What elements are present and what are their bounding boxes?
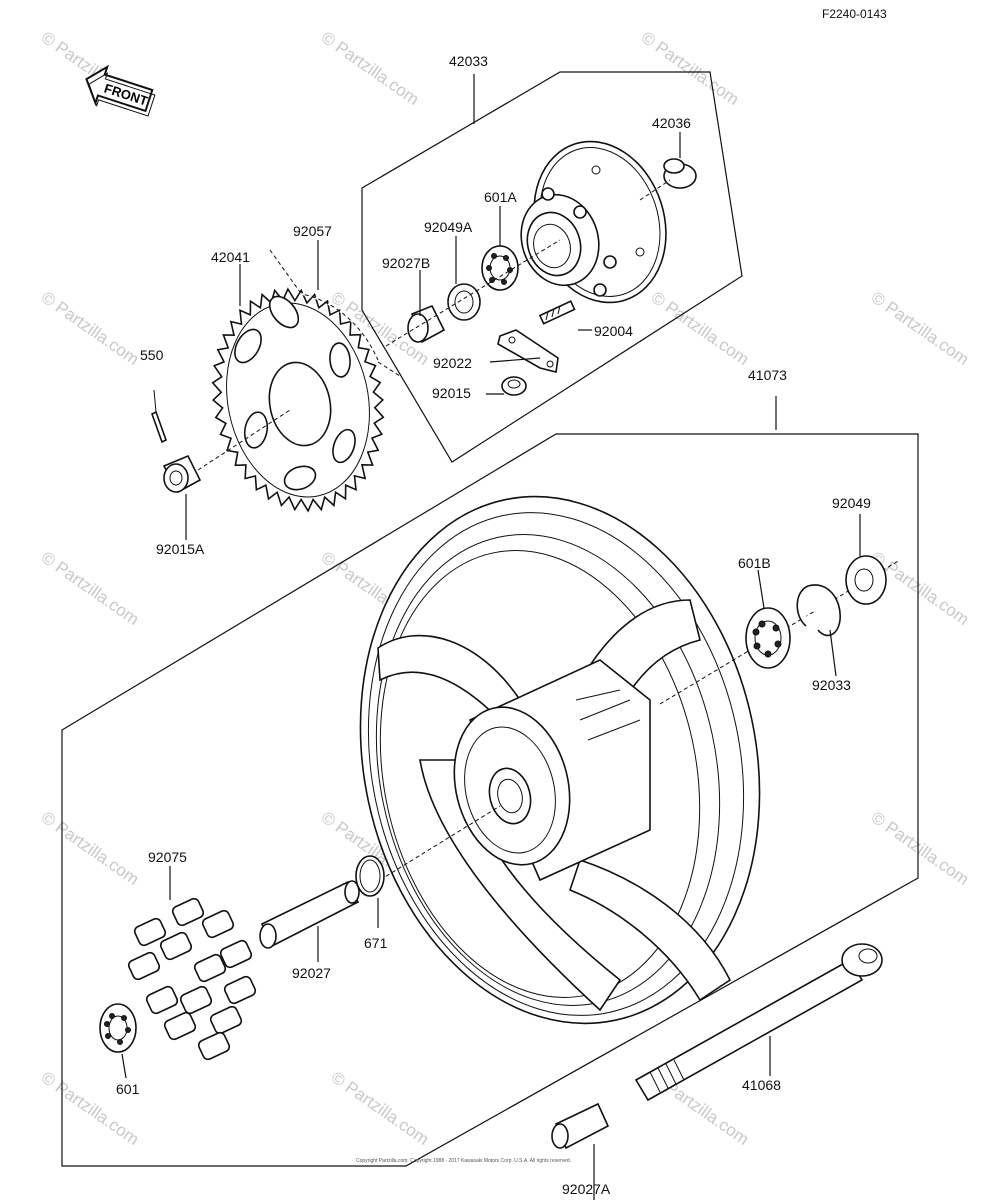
damper-block	[163, 1011, 197, 1041]
figure-id: F2240-0143	[822, 7, 887, 21]
collar-92027A	[551, 1102, 610, 1150]
label-42033: 42033	[449, 53, 488, 69]
watermark-text: © Partzilla.com	[638, 28, 743, 109]
label-41068: 41068	[742, 1077, 781, 1093]
label-92033: 92033	[812, 677, 851, 693]
label-92049: 92049	[832, 495, 871, 511]
watermark-text: © Partzilla.com	[868, 288, 973, 369]
damper-block	[219, 939, 253, 969]
label-42036: 42036	[652, 115, 691, 131]
label-41073: 41073	[748, 367, 787, 383]
bearing-601A	[481, 245, 519, 291]
stud-92004	[538, 300, 576, 325]
watermark-text: © Partzilla.com	[38, 548, 143, 629]
hub-assembly-outline	[361, 71, 743, 463]
watermark-text: © Partzilla.com	[648, 288, 753, 369]
oil-seal-92049	[845, 555, 887, 605]
part-labels: 42033 42036 601A 92049A 92057 42041 9202…	[116, 53, 871, 1197]
damper-block	[127, 951, 161, 981]
bearing-601B	[745, 607, 791, 669]
label-550: 550	[140, 347, 164, 363]
nut-92015	[501, 376, 527, 396]
damper-block	[171, 897, 205, 927]
wheel-assembly-outline	[61, 433, 919, 1167]
label-92015A: 92015A	[156, 541, 205, 557]
label-92049A: 92049A	[424, 219, 473, 235]
rear-axle	[634, 943, 883, 1102]
watermark-text: © Partzilla.com	[38, 1068, 143, 1149]
label-601B: 601B	[738, 555, 771, 571]
watermark-text: © Partzilla.com	[328, 1068, 433, 1149]
damper-block	[133, 917, 167, 947]
label-92075: 92075	[148, 849, 187, 865]
damper-block	[179, 985, 213, 1015]
label-92057: 92057	[293, 223, 332, 239]
leader-lines	[121, 132, 861, 1200]
watermark-text: © Partzilla.com	[38, 288, 143, 369]
label-671: 671	[364, 935, 388, 951]
circlip-92033	[796, 584, 841, 637]
collar-92027B	[407, 304, 446, 344]
bearing-601	[99, 1003, 137, 1053]
damper-block	[159, 931, 193, 961]
copyright-note: Copyright Partzilla.com. Copyright 1988 …	[356, 1158, 571, 1164]
label-92027B: 92027B	[382, 255, 430, 271]
rear-sprocket	[211, 287, 385, 513]
wheel-hub	[453, 659, 651, 882]
label-92022: 92022	[433, 355, 472, 371]
castle-nut	[162, 409, 291, 494]
watermark-text: © Partzilla.com	[868, 808, 973, 889]
damper-block	[201, 909, 235, 939]
label-92015: 92015	[432, 385, 471, 401]
label-601A: 601A	[484, 189, 517, 205]
label-92027: 92027	[292, 965, 331, 981]
damper-block	[197, 1031, 231, 1061]
damper-block	[223, 975, 257, 1005]
label-601: 601	[116, 1081, 140, 1097]
o-ring-671	[355, 855, 385, 897]
label-92004: 92004	[594, 323, 633, 339]
oil-seal-92049A	[447, 283, 481, 321]
drive-chain	[269, 249, 401, 377]
wheel-damper	[127, 897, 257, 1061]
coupling-collar	[639, 158, 697, 201]
watermark-text: © Partzilla.com	[318, 28, 423, 109]
cotter-pin	[151, 389, 167, 444]
watermark-text: © Partzilla.com	[38, 808, 143, 889]
damper-block	[193, 953, 227, 983]
label-92027A: 92027A	[562, 1181, 611, 1197]
damper-block	[145, 985, 179, 1015]
lock-washer-92022	[497, 329, 559, 373]
collar-92027	[259, 880, 360, 949]
damper-block	[209, 1005, 243, 1035]
label-42041: 42041	[211, 249, 250, 265]
